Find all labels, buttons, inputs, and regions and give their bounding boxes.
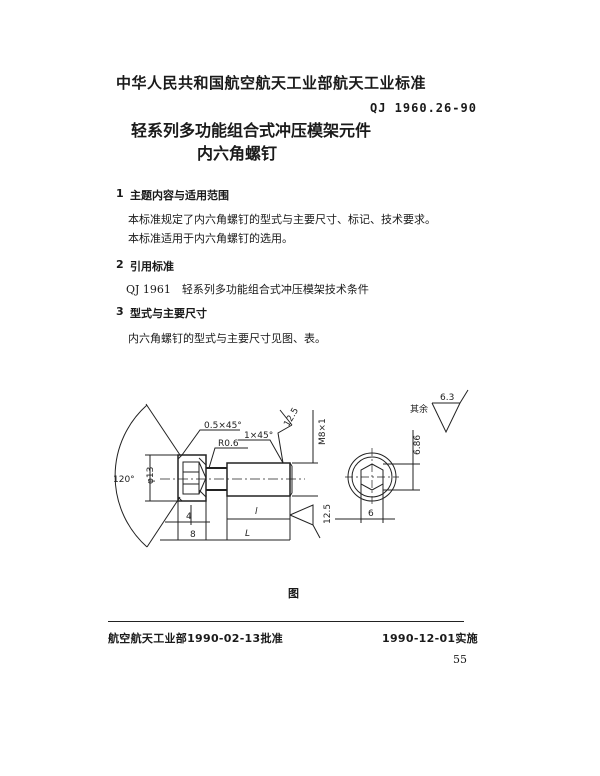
section-1-title: 主题内容与适用范围 xyxy=(130,189,229,202)
label-head-chamfer: 0.5×45° xyxy=(204,421,242,431)
hex-socket-screw-drawing: 0.5×45° 1×45° R0.6 12.5 M8×1 φ13 120° 4 … xyxy=(113,389,469,548)
section-1-paragraph-1: 本标准规定了内六角螺钉的型式与主要尺寸、标记、技术要求。 xyxy=(128,213,436,226)
label-diameter: φ13 xyxy=(146,467,156,484)
section-1-number: 1 xyxy=(116,187,124,200)
label-dim-8: 8 xyxy=(190,530,196,540)
document-title-line2: 内六角螺钉 xyxy=(197,144,278,163)
section-2-title: 引用标准 xyxy=(130,260,174,273)
standard-number: QJ 1960.26-90 xyxy=(370,101,477,115)
label-thread-size: M8×1 xyxy=(318,418,328,445)
label-thread-chamfer: 1×45° xyxy=(244,431,273,441)
issuing-organization: 中华人民共和国航空航天工业部航天工业标准 xyxy=(116,74,427,92)
label-radius: R0.6 xyxy=(218,439,239,449)
label-roughness-bottom: 12.5 xyxy=(323,504,333,524)
label-roughness-top: 12.5 xyxy=(282,406,301,428)
label-across-corners: 6.86 xyxy=(413,435,423,455)
label-remaining: 其余 xyxy=(410,403,428,415)
label-dim-4: 4 xyxy=(186,512,192,522)
section-2-reference: QJ 1961 轻系列多功能组合式冲压模架技术条件 xyxy=(126,283,369,296)
section-3-title: 型式与主要尺寸 xyxy=(130,307,207,320)
approval-date: 航空航天工业部1990-02-13批准 xyxy=(108,632,284,645)
figure-caption: 图 xyxy=(288,587,299,600)
implementation-date: 1990-12-01实施 xyxy=(382,632,478,645)
label-dim-l: l xyxy=(255,507,258,517)
document-title-line1: 轻系列多功能组合式冲压模架元件 xyxy=(131,121,372,140)
section-3-paragraph-1: 内六角螺钉的型式与主要尺寸见图、表。 xyxy=(128,332,326,345)
label-dim-L: L xyxy=(245,529,250,539)
page-number: 55 xyxy=(453,653,467,666)
section-1-paragraph-2: 本标准适用于内六角螺钉的选用。 xyxy=(128,232,293,245)
section-2-number: 2 xyxy=(116,258,124,271)
label-angle: 120° xyxy=(113,475,135,485)
footer-divider xyxy=(108,621,464,622)
label-across-flats: 6 xyxy=(368,509,374,519)
section-3-number: 3 xyxy=(116,305,124,318)
label-remaining-value: 6.3 xyxy=(440,393,454,403)
